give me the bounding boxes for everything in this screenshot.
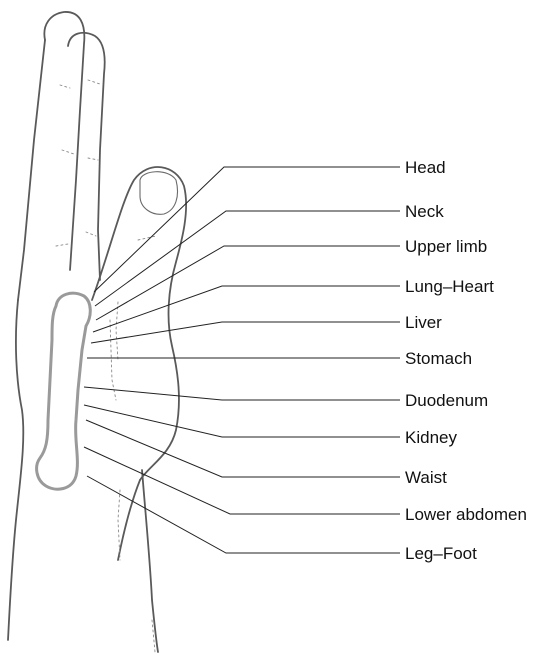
label-leg-foot: Leg–Foot [405, 544, 477, 563]
label-liver: Liver [405, 313, 442, 332]
index-finger-left-edge [18, 40, 45, 300]
crease-2 [88, 80, 100, 84]
label-kidney: Kidney [405, 428, 457, 447]
crease-5 [56, 244, 68, 246]
label-lung-heart: Lung–Heart [405, 277, 494, 296]
leader-line-duodenum [84, 387, 400, 400]
label-neck: Neck [405, 202, 444, 221]
crease-8 [116, 302, 118, 360]
crease-3 [62, 150, 74, 154]
palm-left-edge [8, 300, 23, 640]
leader-line-upper-limb [96, 246, 400, 320]
crease-10 [118, 490, 120, 560]
leader-line-liver [91, 322, 400, 343]
leader-line-lung-heart [93, 286, 400, 332]
second-metacarpal-bone [37, 293, 91, 489]
leader-line-kidney [84, 405, 400, 437]
middle-finger-outline [68, 33, 105, 280]
label-duodenum: Duodenum [405, 391, 488, 410]
index-finger-outline [44, 12, 84, 270]
crease-7 [138, 236, 156, 240]
thumb-outline [92, 167, 186, 480]
palm-inner-line [118, 480, 140, 560]
label-lower-abdomen: Lower abdomen [405, 505, 527, 524]
thumbnail [140, 172, 178, 215]
crease-6 [86, 232, 96, 236]
label-head: Head [405, 158, 446, 177]
crease-9 [110, 320, 116, 400]
leader-line-waist [86, 420, 400, 477]
leader-line-neck [95, 211, 400, 306]
label-waist: Waist [405, 468, 447, 487]
label-upper-limb: Upper limb [405, 237, 487, 256]
label-stomach: Stomach [405, 349, 472, 368]
wrist-right-edge [142, 470, 158, 652]
crease-4 [88, 158, 98, 160]
crease-1 [60, 85, 70, 88]
